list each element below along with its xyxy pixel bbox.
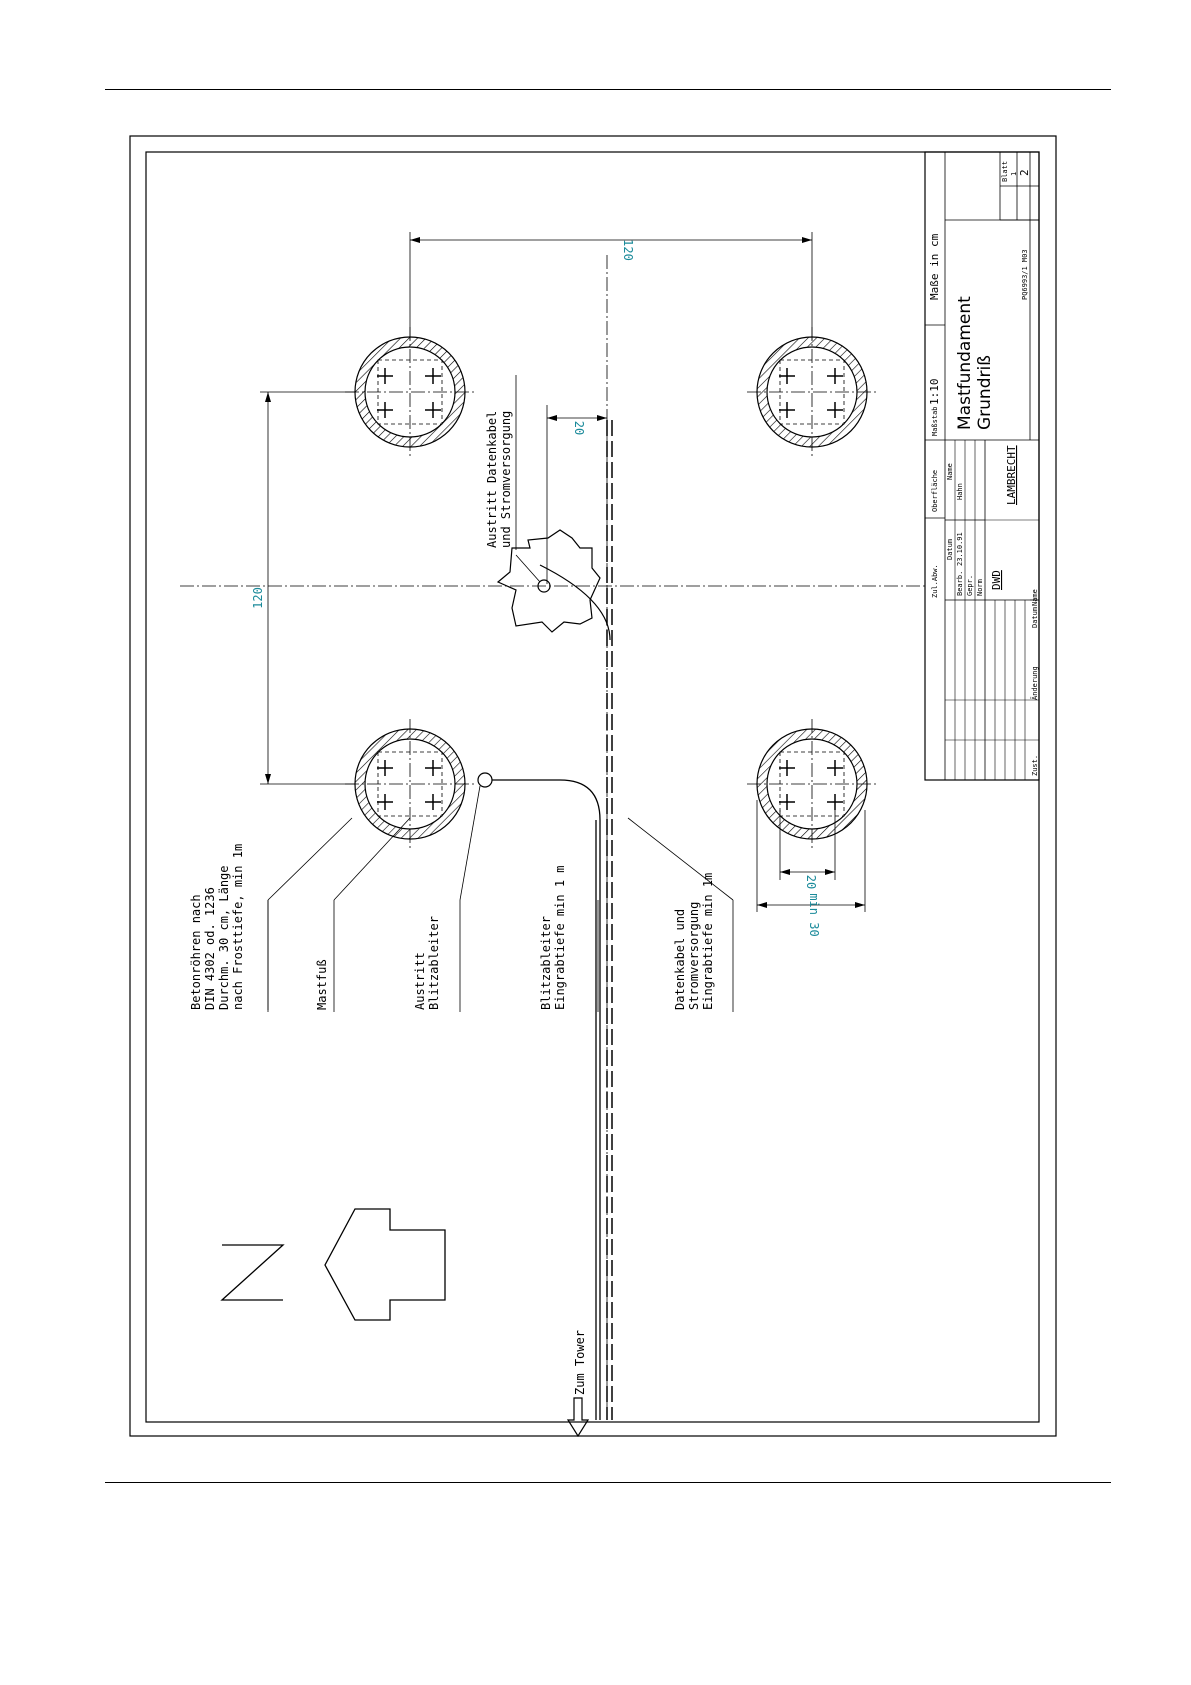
svg-text:und Stromversorgung: und Stromversorgung bbox=[499, 411, 513, 548]
svg-text:Austritt Datenkabel: Austritt Datenkabel bbox=[485, 411, 499, 548]
bearb-label: Bearb. bbox=[956, 571, 964, 596]
svg-text:DIN 4302 od. 1236: DIN 4302 od. 1236 bbox=[203, 887, 217, 1010]
title-block-text: Maße in cm Maßstab 1:10 Oberfläche Zul.A… bbox=[928, 161, 1039, 776]
zust-label: Zust. bbox=[1031, 755, 1039, 776]
company-lambrecht: LAMBRECHT bbox=[1005, 445, 1018, 505]
label-zum-tower: Zum Tower bbox=[573, 1330, 587, 1395]
data-exit-circle bbox=[537, 579, 551, 593]
lightning-cable bbox=[492, 779, 601, 1420]
tower-arrow-icon bbox=[566, 1397, 590, 1438]
drawing-title-line2: Grundriß bbox=[975, 355, 995, 430]
norm-label: Norm bbox=[976, 579, 984, 596]
svg-text:Eingrabtiefe min 1m: Eingrabtiefe min 1m bbox=[701, 873, 715, 1010]
svg-text:Mastfuß: Mastfuß bbox=[315, 959, 329, 1010]
label-austritt-daten: Austritt Datenkabel und Stromversorgung bbox=[485, 411, 513, 548]
name-label: Name bbox=[946, 463, 954, 480]
pipe-top-left bbox=[345, 719, 475, 849]
footer-rule bbox=[105, 1482, 1111, 1483]
drawing-title-line1: Mastfundament bbox=[955, 296, 975, 430]
dimension-20-offset: 20 bbox=[572, 421, 586, 435]
pipe-bottom-right bbox=[747, 327, 877, 457]
sheet-number: 1 bbox=[1010, 172, 1018, 176]
sheet-label: Blatt bbox=[1001, 161, 1009, 182]
svg-text:Blitzableiter: Blitzableiter bbox=[539, 916, 553, 1010]
label-betonroehren: Betonröhren nach DIN 4302 od. 1236 Durch… bbox=[189, 844, 245, 1010]
dimension-offset: 20 bbox=[546, 405, 607, 584]
sheet-of: 2 bbox=[1018, 169, 1031, 176]
drawing-number: PQ6993/1 M03 bbox=[1021, 249, 1029, 300]
outer-frame bbox=[129, 135, 1057, 1437]
pipe-bottom-left bbox=[747, 719, 877, 849]
title-block bbox=[924, 151, 1040, 781]
north-letter-icon bbox=[220, 1244, 285, 1301]
scale-value: 1:10 bbox=[928, 379, 941, 406]
mast-base-outline bbox=[496, 529, 601, 633]
leader-austritt-daten bbox=[515, 554, 541, 583]
datum-label-2: Datum bbox=[1031, 607, 1039, 628]
dimension-120-top: 120 bbox=[621, 239, 635, 261]
dimension-pipe-detail: 20 min 30 bbox=[756, 800, 866, 937]
label-datenkabel: Datenkabel und Stromversorgung Eingrabti… bbox=[673, 873, 715, 1010]
units-label: Maße in cm bbox=[928, 233, 941, 300]
svg-text:Austritt: Austritt bbox=[413, 952, 427, 1010]
svg-text:Blitzableiter: Blitzableiter bbox=[427, 916, 441, 1010]
change-label: Änderung bbox=[1030, 666, 1039, 700]
svg-text:Zum Tower: Zum Tower bbox=[573, 1330, 587, 1395]
svg-text:Betonröhren nach: Betonröhren nach bbox=[189, 894, 203, 1010]
dimension-spacing-a: 120 bbox=[251, 391, 355, 785]
data-cable bbox=[606, 420, 613, 1420]
tolerance-label: Oberfläche bbox=[931, 470, 939, 512]
dimension-min-30: min 30 bbox=[807, 893, 821, 936]
north-arrow-icon bbox=[324, 1208, 446, 1321]
header-rule bbox=[105, 89, 1111, 90]
lightning-exit-circle bbox=[477, 772, 493, 788]
datum-label: Datum bbox=[946, 539, 954, 560]
label-mastfuss: Mastfuß bbox=[315, 959, 329, 1010]
dimension-spacing-b: 120 bbox=[409, 232, 813, 340]
svg-text:Durchm. 30 cm, Länge: Durchm. 30 cm, Länge bbox=[217, 866, 231, 1011]
svg-text:nach Frosttiefe, min 1m: nach Frosttiefe, min 1m bbox=[231, 844, 245, 1010]
pipe-top-right bbox=[345, 327, 475, 457]
leader-mastfuss bbox=[333, 817, 411, 901]
data-cable-curve bbox=[539, 564, 611, 641]
label-blitzableiter: Blitzableiter Eingrabtiefe min 1 m bbox=[539, 866, 567, 1011]
tolerance2-label: Zul.Abw. bbox=[931, 564, 939, 598]
svg-text:Eingrabtiefe min 1 m: Eingrabtiefe min 1 m bbox=[553, 866, 567, 1011]
scale-label: Maßstab bbox=[931, 406, 939, 436]
dimension-20-inner: 20 bbox=[804, 875, 818, 889]
leader-datenkabel bbox=[627, 817, 734, 901]
leader-betonroehren bbox=[267, 817, 353, 1010]
svg-text:Datenkabel und: Datenkabel und bbox=[673, 909, 687, 1010]
bearb-name: Hahn bbox=[956, 483, 964, 500]
company-dwd: DWD bbox=[990, 570, 1003, 590]
gepr-label: Gepr. bbox=[966, 575, 974, 596]
dimension-120-left: 120 bbox=[251, 587, 265, 609]
label-austritt-blitz: Austritt Blitzableiter bbox=[413, 916, 441, 1010]
bearb-date: 23.10.91 bbox=[956, 532, 964, 566]
svg-text:Stromversorgung: Stromversorgung bbox=[687, 902, 701, 1010]
name-label-2: Name bbox=[1031, 589, 1039, 606]
inner-frame bbox=[145, 151, 1040, 1423]
leader-austritt-blitz bbox=[459, 785, 481, 901]
